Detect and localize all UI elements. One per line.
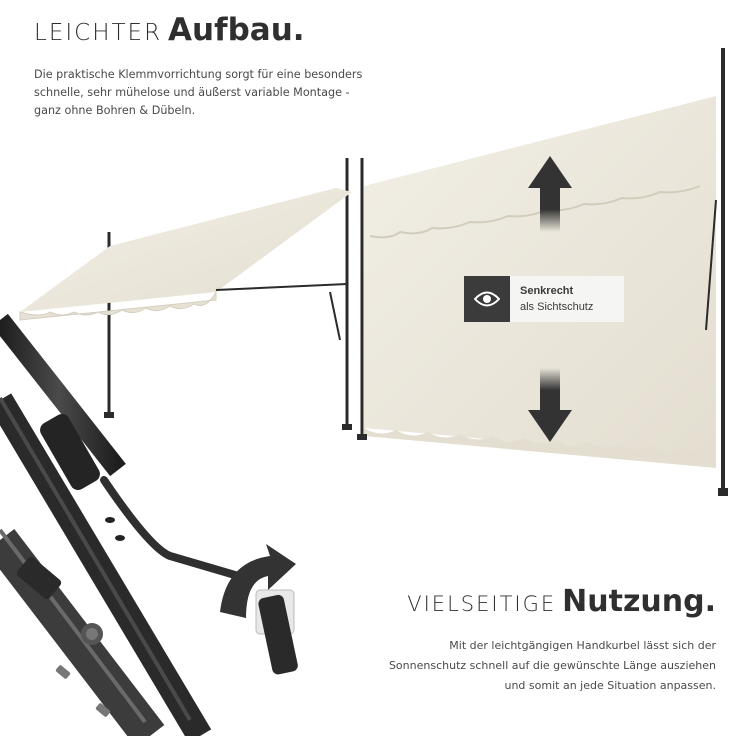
eye-icon [464,276,510,322]
heading-top-bold: Aufbau. [168,12,305,48]
heading-top-light: LEICHTER [34,20,163,46]
vertical-privacy-badge: Senkrecht als Sichtschutz [464,276,624,322]
badge-line-2: als Sichtschutz [520,301,594,313]
arrow-down-icon [528,368,572,442]
badge-line-1: Senkrecht [520,285,574,297]
arrow-up-icon [528,156,572,232]
crank-closeup [0,313,298,736]
description-bottom: Mit der leichtgängigen Handkurbel lässt … [388,639,716,692]
heading-bottom-light: VIELSEITIGE [407,592,557,616]
horizontal-awning [19,158,352,430]
description-top: Die praktische Klemmvorrichtung sorgt fü… [34,68,363,117]
heading-bottom-bold: Nutzung. [562,584,716,619]
